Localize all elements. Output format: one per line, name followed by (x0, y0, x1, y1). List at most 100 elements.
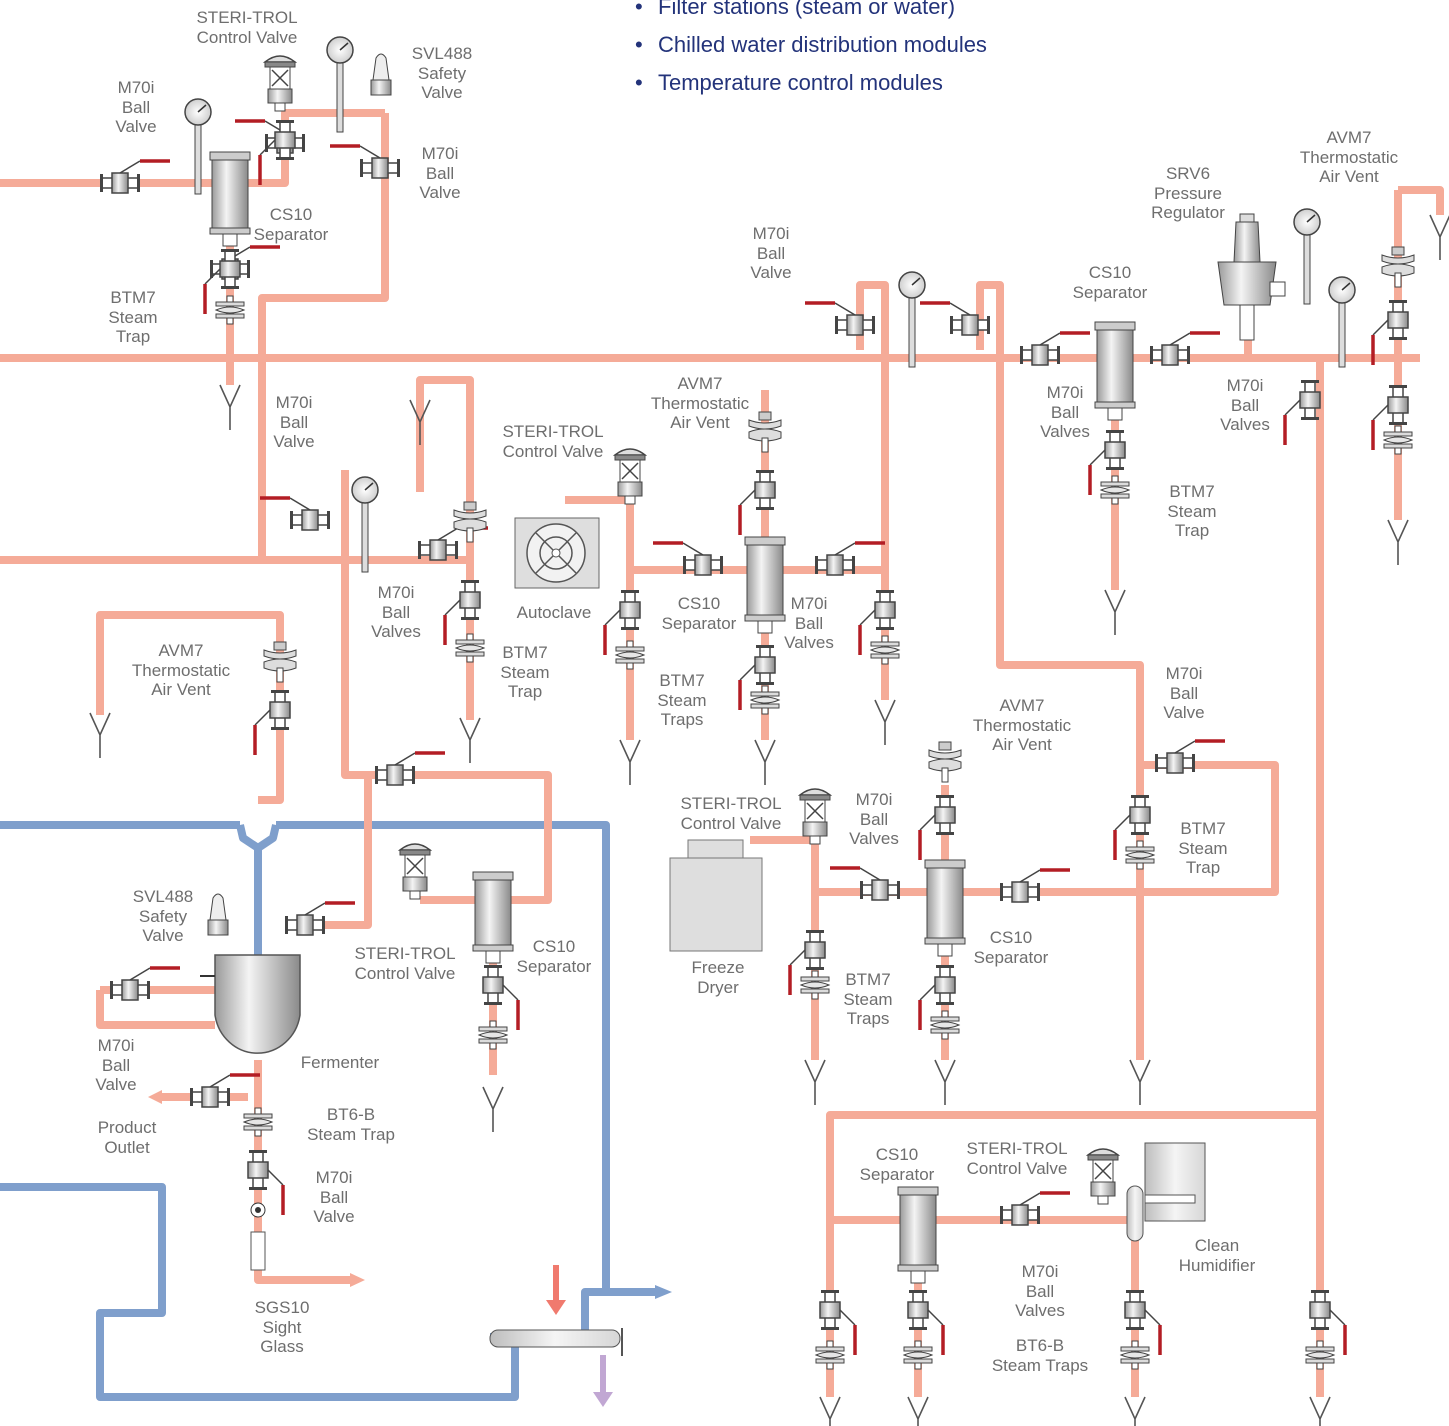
equipment-label-line: M70i (1165, 664, 1203, 683)
equipment-label-line: Separator (1072, 282, 1148, 302)
equipment-label-line: Dryer (697, 977, 739, 997)
ball-valve-icon (603, 590, 641, 655)
steam-pipe (341, 470, 552, 904)
equipment-label-line: STERI-TROL (196, 8, 298, 27)
equipment-label-line: Steam (108, 307, 158, 327)
drain-funnel (409, 399, 431, 445)
flow-arrow (148, 1090, 162, 1104)
drain-funnel (219, 384, 241, 430)
drain-funnel (482, 1086, 504, 1132)
equipment-label-line: CS10 (269, 205, 313, 224)
equipment-label-line: Valve (1163, 703, 1205, 722)
equipment-label-line: Ball (1025, 1281, 1055, 1301)
ball-valve-icon (258, 120, 296, 185)
equipment-label-line: M70i (1021, 1262, 1059, 1281)
equipment-label-line: Traps (846, 1009, 890, 1028)
feature-list: Filter stations (steam or water) Chilled… (635, 0, 987, 102)
ball-valve-icon (815, 541, 885, 576)
steam-trap-icon (1304, 1340, 1336, 1370)
equipment-label-line: M70i (855, 790, 893, 809)
ball-valve-icon (805, 301, 875, 336)
equipment-label-line: Trap (1185, 858, 1221, 877)
equipment-label-line: Separator (661, 613, 737, 633)
ball-valve-icon (330, 144, 400, 179)
feature-item: Chilled water distribution modules (635, 26, 987, 64)
drain-funnel (1124, 1396, 1146, 1426)
pressure-gauge-icon (1328, 276, 1356, 368)
equipment-label-line: Control Valve (680, 813, 782, 833)
equipment-label-line: Steam (1178, 838, 1228, 858)
equipment-label-line: Autoclave (516, 603, 592, 622)
pressure-regulator (1217, 213, 1286, 341)
equipment-label-line: BT6-B (1015, 1336, 1065, 1355)
equipment-label-line: CS10 (532, 937, 576, 956)
equipment-label-line: Traps (660, 710, 704, 729)
ball-valve-icon (918, 795, 956, 860)
drain-funnel (1104, 589, 1126, 635)
air-vent-icon (928, 741, 962, 783)
separator-icon (1094, 321, 1136, 421)
equipment-label-line: Freeze (691, 958, 745, 977)
equipment-label-line: CS10 (875, 1145, 919, 1164)
equipment-label-line: Ball (1230, 395, 1260, 415)
separator-icon (209, 151, 251, 247)
equipment-label-line: Valve (273, 432, 315, 451)
equipment-label-line: Valve (421, 83, 463, 102)
drain-funnel (804, 1059, 826, 1105)
equipment-label-line: AVM7 (1326, 128, 1372, 147)
equipment-label-line: Control Valve (196, 27, 298, 47)
steam-trap-icon (242, 1107, 274, 1137)
cool-outlet-arrow (593, 1392, 613, 1407)
water-pipe (276, 821, 660, 1296)
separator-icon (472, 871, 514, 964)
equipment-label-line: SVL488 (132, 887, 194, 906)
air-vent-icon (748, 411, 782, 453)
steam-trap-icon (1124, 840, 1156, 870)
ball-valve-icon (203, 249, 241, 314)
equipment-label-line: CS10 (1088, 263, 1132, 282)
steam-pipe (630, 281, 889, 574)
equipment-label-line: Steam (657, 690, 707, 710)
fittings (89, 36, 1449, 1426)
equipment-label-line: M70i (275, 393, 313, 412)
equipment-label-line: Humidifier (1178, 1255, 1256, 1275)
steam-pipe (960, 761, 1279, 896)
steam-trap-icon (454, 633, 486, 663)
equipment-label-line: Trap (1174, 521, 1210, 540)
equipment-label-line: Ball (121, 97, 151, 117)
equipment-label-line: Ball (279, 412, 309, 432)
drain-funnel (619, 739, 641, 785)
feature-item: Filter stations (steam or water) (635, 0, 987, 26)
steam-pipe (976, 281, 1144, 1060)
equipment-label-line: M70i (97, 1036, 135, 1055)
equipment-label-line: M70i (377, 583, 415, 602)
equipment-label-line: Control Valve (502, 441, 604, 461)
equipment-label-line: Safety (417, 63, 467, 83)
equipment-label-line: Valve (419, 183, 461, 202)
equipment-label-line: M70i (1046, 383, 1084, 402)
equipment-label-line: Air Vent (151, 680, 211, 699)
hot-inlet-arrow (553, 1265, 559, 1305)
equipment-label-line: Ball (859, 809, 889, 829)
cool-outlet-arrow (600, 1355, 606, 1395)
equipment-label-line: Pressure (1153, 183, 1223, 203)
equipment-label-line: BT6-B (326, 1105, 376, 1124)
equipment-label-line: Trap (507, 682, 543, 701)
steam-pipe (96, 611, 284, 804)
equipment-label-line: M70i (1226, 376, 1264, 395)
ball-valve-icon (247, 1150, 285, 1215)
control-valve-icon (262, 55, 298, 112)
equipment-label-line: Steam (1167, 501, 1217, 521)
